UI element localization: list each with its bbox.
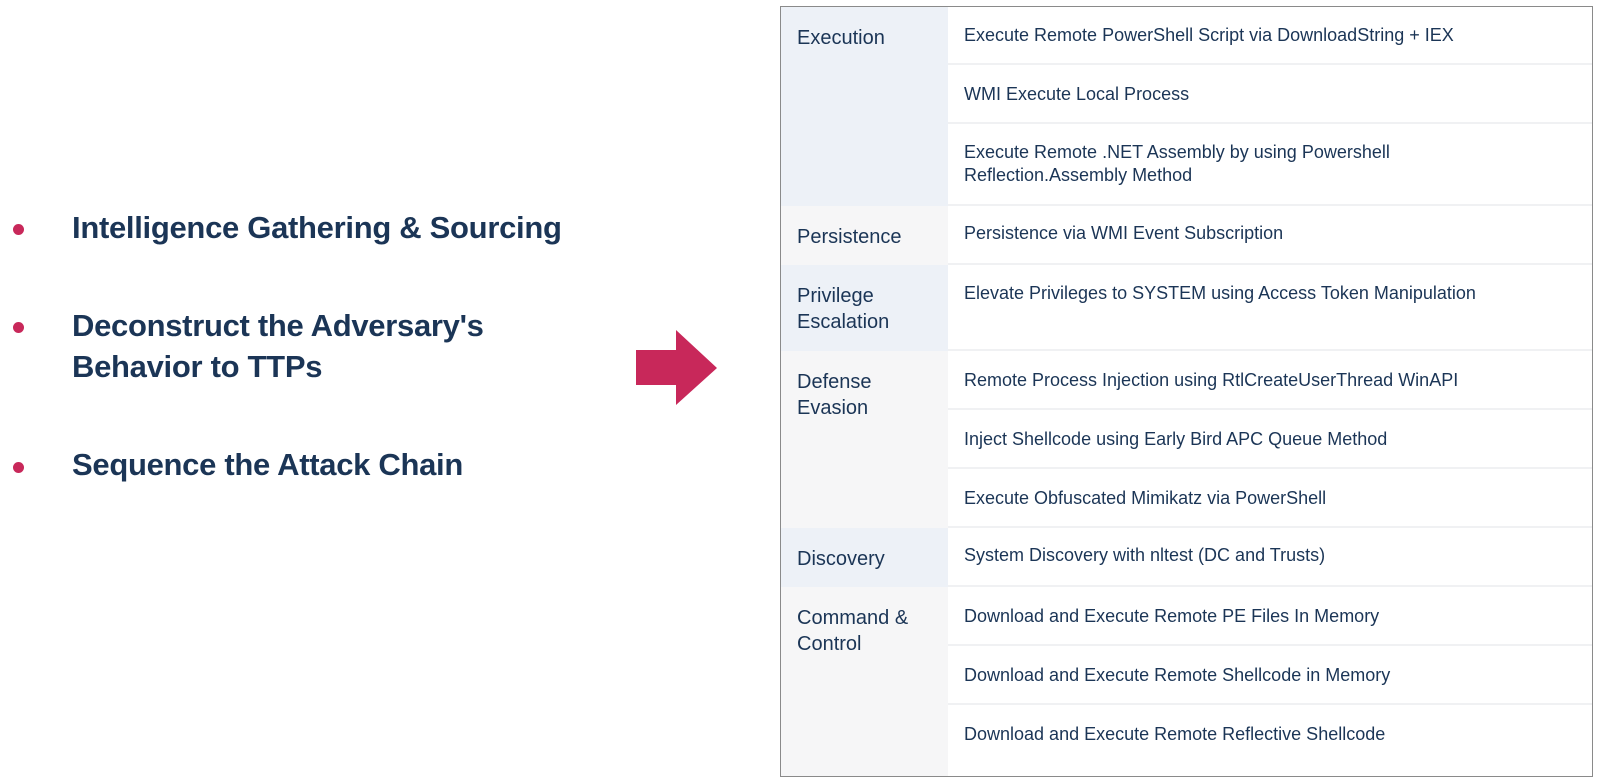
table-row-persistence: Persistence Persistence via WMI Event Su… xyxy=(781,206,1592,265)
table-row-execution: Execution Execute Remote PowerShell Scri… xyxy=(781,7,1592,206)
ttp-table: Execution Execute Remote PowerShell Scri… xyxy=(780,6,1593,777)
technique-cell: Inject Shellcode using Early Bird APC Qu… xyxy=(948,410,1592,469)
technique-cell: Execute Remote .NET Assembly by using Po… xyxy=(948,124,1592,206)
technique-cell: Download and Execute Remote Shellcode in… xyxy=(948,646,1592,705)
bullet-dot-icon xyxy=(13,224,24,235)
technique-cell: Download and Execute Remote Reflective S… xyxy=(964,724,1386,744)
bullet-dot-icon xyxy=(13,462,24,473)
table-row-command-and-control: Command & Control Download and Execute R… xyxy=(781,587,1592,776)
technique-cell: WMI Execute Local Process xyxy=(948,65,1592,124)
bullet-text: Intelligence Gathering & Sourcing xyxy=(72,210,562,245)
bullet-text: Behavior to TTPs xyxy=(72,349,323,384)
technique-cell: Remote Process Injection using RtlCreate… xyxy=(948,351,1592,410)
bullet-text: Deconstruct the Adversary's xyxy=(72,308,484,343)
bullet-dot-icon xyxy=(13,322,24,333)
table-row-privilege-escalation: Privilege Escalation Elevate Privileges … xyxy=(781,265,1592,351)
bullet-text: Sequence the Attack Chain xyxy=(72,447,464,482)
technique-cell: System Discovery with nltest (DC and Tru… xyxy=(948,528,1592,587)
technique-cell: Execute Remote PowerShell Script via Dow… xyxy=(948,7,1592,65)
technique-cell: Execute Obfuscated Mimikatz via PowerShe… xyxy=(948,469,1592,528)
tactic-cell: Discovery xyxy=(781,528,948,587)
tactic-cell: Defense Evasion xyxy=(781,351,948,528)
tactic-cell: Execution xyxy=(781,7,948,206)
tactic-cell: Command & Control xyxy=(781,587,948,776)
tactic-cell: Privilege Escalation xyxy=(781,265,948,351)
technique-cell: Elevate Privileges to SYSTEM using Acces… xyxy=(948,265,1592,351)
technique-cell: Download and Execute Remote PE Files In … xyxy=(948,587,1592,646)
tactic-cell: Persistence xyxy=(781,206,948,265)
technique-cell: Persistence via WMI Event Subscription xyxy=(948,206,1592,265)
right-arrow-icon xyxy=(636,330,717,405)
table-row-discovery: Discovery System Discovery with nltest (… xyxy=(781,528,1592,587)
table-row-defense-evasion: Defense Evasion Remote Process Injection… xyxy=(781,351,1592,528)
